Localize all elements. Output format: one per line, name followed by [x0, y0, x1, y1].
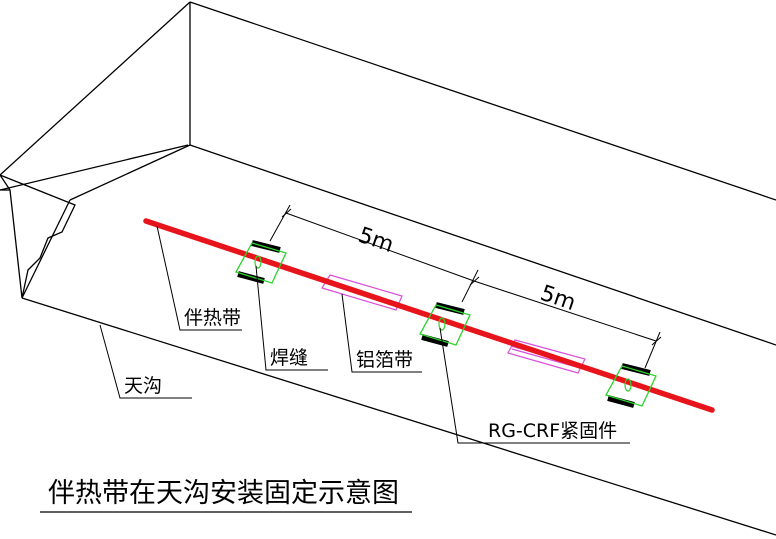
- label-clamp: RG-CRF紧固件: [488, 420, 617, 442]
- label-weld: 焊缝: [270, 347, 308, 369]
- leader-lines: [99, 225, 630, 444]
- clamp-3: [605, 363, 657, 408]
- label-gutter: 天沟: [124, 375, 162, 397]
- clamp-1: [235, 240, 287, 284]
- clamp-2: [419, 302, 471, 347]
- dimension-label-1: 5m: [355, 223, 397, 258]
- label-foil-tape: 铝箔带: [356, 349, 413, 371]
- dimension-label-2: 5m: [537, 281, 579, 316]
- heat-trace-cable: [143, 218, 715, 413]
- diagram-title: 伴热带在天沟安装固定示意图: [48, 478, 399, 509]
- label-heat-trace: 伴热带: [184, 307, 241, 329]
- dimension-lines: [269, 204, 662, 369]
